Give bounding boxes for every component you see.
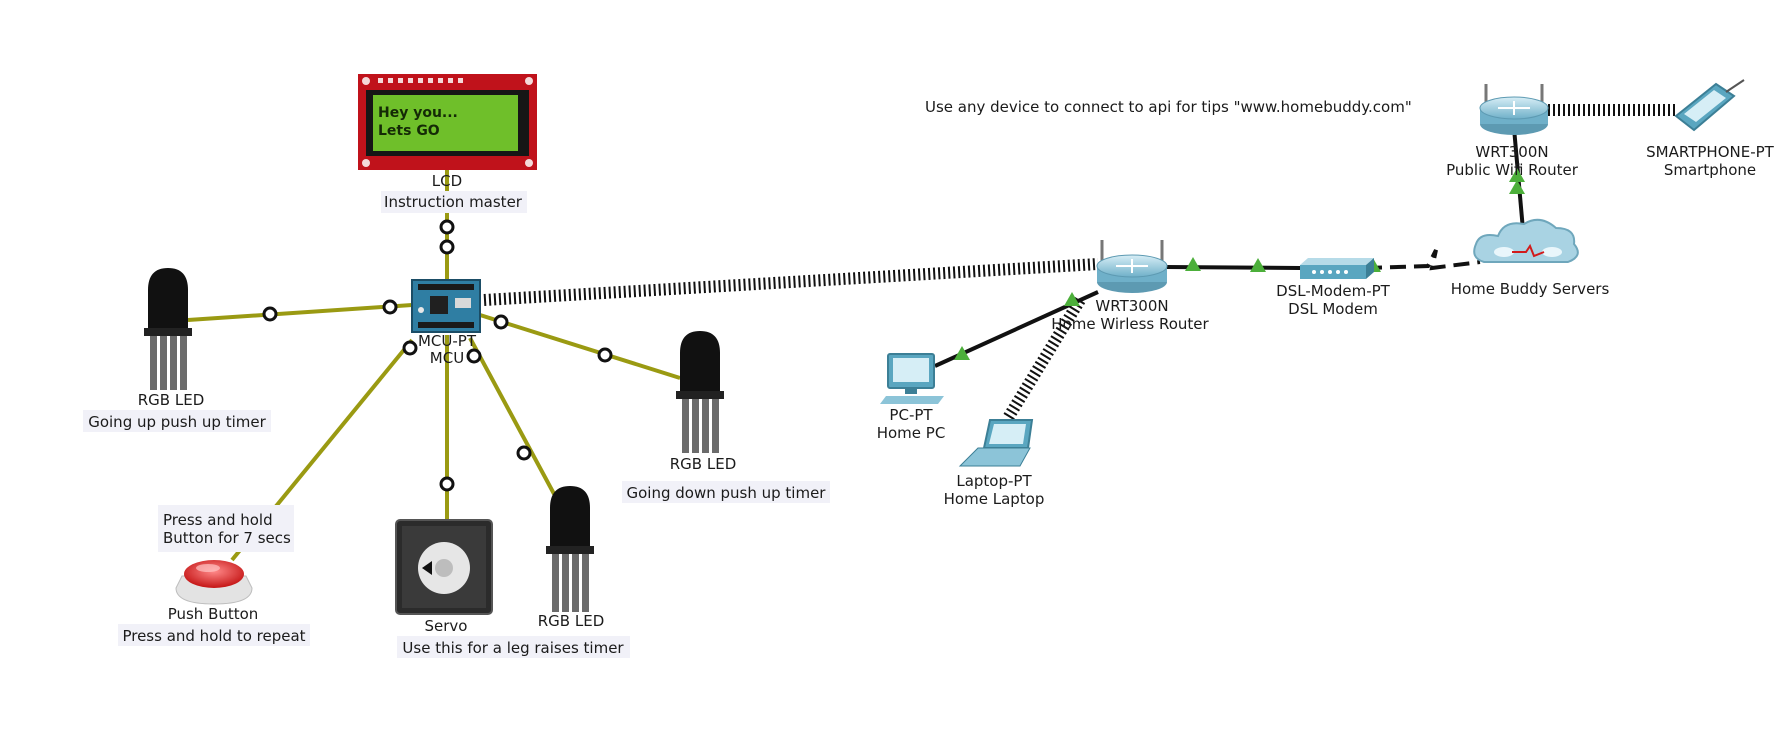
button-note-line-1: Press and hold — [163, 511, 273, 529]
servo-type-label: Servo — [425, 617, 468, 635]
home-buddy-cloud[interactable] — [1473, 218, 1579, 263]
wired-links — [934, 127, 1525, 368]
laptop-type-label: Laptop-PT — [956, 472, 1032, 490]
link-mcu-led-left[interactable] — [187, 303, 413, 322]
mcu-type-label: MCU-PT — [418, 332, 477, 350]
smartphone-device[interactable] — [1674, 79, 1745, 132]
lcd-line-1: Hey you... — [378, 105, 458, 121]
home-router-name-label: Home Wirless Router — [1051, 315, 1209, 333]
port-marker — [597, 347, 613, 363]
button-note-bg — [158, 505, 294, 552]
link-mcu-led-right[interactable] — [479, 313, 681, 380]
api-note: Use any device to connect to api for tip… — [925, 98, 1412, 116]
push-button-name-bg — [118, 624, 310, 646]
pc-type-label: PC-PT — [889, 406, 933, 424]
wireless-router-laptop[interactable] — [1002, 296, 1086, 422]
dsl-modem-type-label: DSL-Modem-PT — [1276, 282, 1391, 300]
dsl-modem-device[interactable] — [1300, 258, 1374, 279]
link-up-indicator — [1250, 258, 1266, 272]
mcu-name-label: MCU — [430, 349, 464, 367]
lcd-device[interactable]: Hey you... Lets GO — [358, 74, 537, 170]
lcd-screen — [373, 95, 518, 151]
lcd-line-2: Lets GO — [378, 123, 440, 139]
port-marker — [382, 299, 398, 315]
servo-name-bg — [397, 636, 630, 658]
led-right-name-label: Going down push up timer — [627, 484, 827, 502]
led-left-type-label: RGB LED — [138, 391, 205, 409]
cloud-name-label: Home Buddy Servers — [1451, 280, 1610, 298]
led-right-name-bg — [622, 481, 830, 503]
port-marker — [439, 476, 455, 492]
link-up-indicator — [1509, 168, 1525, 182]
public-router-name-label: Public Wifi Router — [1446, 161, 1579, 179]
led-left-name-bg — [83, 410, 271, 432]
link-up-indicator — [1509, 180, 1525, 194]
rgb-led-left[interactable] — [144, 268, 192, 390]
push-button-type-label: Push Button — [168, 605, 259, 623]
smartphone-type-label: SMARTPHONE-PT — [1646, 143, 1775, 161]
pc-name-label: Home PC — [877, 424, 946, 442]
iot-port-markers — [262, 219, 613, 492]
led-left-name-label: Going up push up timer — [88, 413, 266, 431]
servo-name-label: Use this for a leg raises timer — [402, 639, 624, 657]
servo-device[interactable] — [395, 519, 493, 615]
home-router-type-label: WRT300N — [1095, 297, 1168, 315]
link-router-dsl[interactable] — [1164, 265, 1301, 270]
link-up-indicator — [1064, 292, 1080, 306]
led-right-type-label: RGB LED — [670, 455, 737, 473]
port-marker — [439, 239, 455, 255]
mcu-device[interactable] — [411, 279, 481, 333]
dsl-modem-name-label: DSL Modem — [1288, 300, 1378, 318]
port-marker — [516, 445, 532, 461]
port-marker — [402, 340, 418, 356]
public-router-device[interactable] — [1479, 84, 1549, 135]
laptop-device[interactable] — [958, 419, 1034, 467]
laptop-name-label: Home Laptop — [944, 490, 1045, 508]
push-button-device[interactable] — [175, 560, 253, 605]
link-mcu-led-bottom[interactable] — [468, 337, 562, 506]
public-router-type-label: WRT300N — [1475, 143, 1548, 161]
link-dsl-cloud[interactable] — [1365, 249, 1481, 271]
rgb-led-right[interactable] — [676, 331, 724, 453]
link-up-indicator — [1185, 257, 1201, 271]
lcd-type-label: LCD — [432, 172, 462, 190]
pc-device[interactable] — [880, 353, 944, 404]
wireless-links — [483, 104, 1676, 422]
smartphone-name-label: Smartphone — [1664, 161, 1756, 179]
rgb-led-bottom[interactable] — [546, 486, 594, 612]
lcd-name-label: Instruction master — [384, 193, 523, 211]
port-marker — [493, 314, 509, 330]
push-button-name-label: Press and hold to repeat — [122, 627, 305, 645]
link-up-indicator — [954, 346, 970, 360]
led-bottom-type-label: RGB LED — [538, 612, 605, 630]
button-note-line-2: Button for 7 secs — [163, 529, 291, 547]
lcd-name-bg — [381, 191, 527, 213]
lcd-pin-header — [362, 77, 533, 167]
port-marker — [262, 306, 278, 322]
home-router-device[interactable] — [1096, 240, 1168, 293]
port-marker — [439, 219, 455, 235]
port-marker — [466, 348, 482, 364]
wireless-mcu-router[interactable] — [483, 258, 1099, 306]
